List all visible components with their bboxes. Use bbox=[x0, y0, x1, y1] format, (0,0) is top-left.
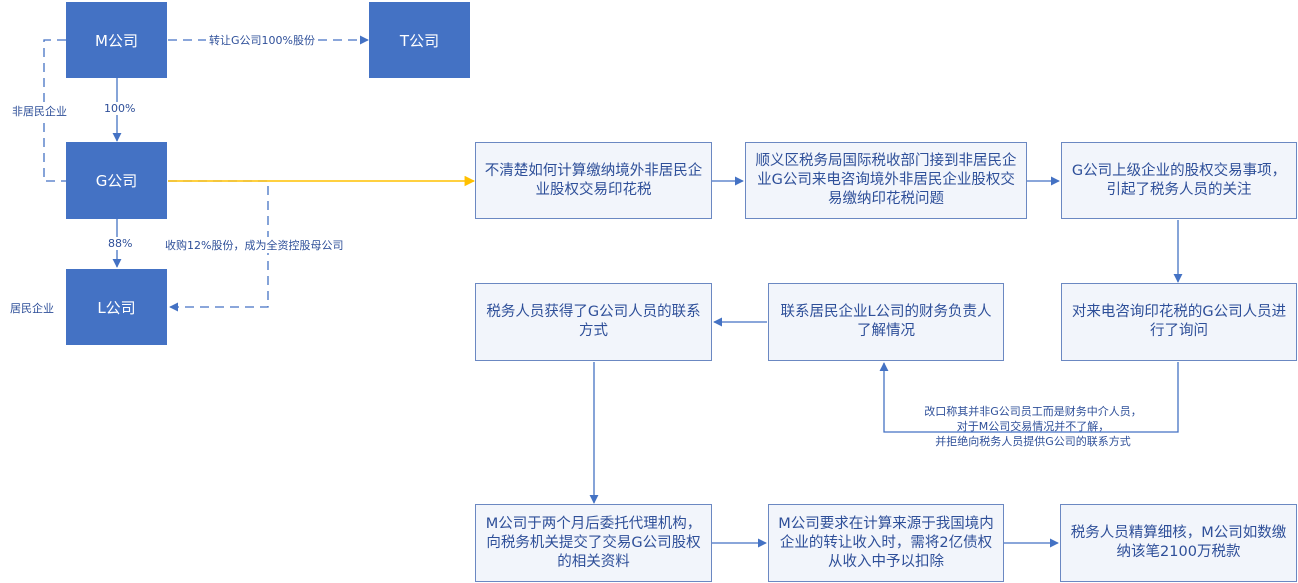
step-shunyi-receives-call: 顺义区税务局国际税收部门接到非居民企业G公司来电咨询境外非居民企业股权交易缴纳印… bbox=[745, 142, 1027, 219]
step-inquiry-g-staff: 对来电咨询印花税的G公司人员进行了询问 bbox=[1061, 283, 1297, 361]
note-staff-response: 改口称其并非G公司员工而是财务中介人员， 对于M公司交易情况并不了解， 并拒绝向… bbox=[893, 404, 1173, 449]
note-line-2: 对于M公司交易情况并不了解， bbox=[956, 420, 1110, 433]
label-resident: 居民企业 bbox=[8, 300, 56, 316]
label-percent-88: 88% bbox=[106, 237, 135, 250]
note-line-3: 并拒绝向税务人员提供G公司的联系方式 bbox=[935, 435, 1131, 448]
step-tax-paid: 税务人员精算细核，M公司如数缴纳该笔2100万税款 bbox=[1060, 504, 1297, 582]
note-line-1: 改口称其并非G公司员工而是财务中介人员， bbox=[924, 405, 1142, 418]
label-non-resident: 非居民企业 bbox=[10, 103, 69, 119]
entity-l-company: L公司 bbox=[66, 269, 167, 345]
entity-m-company: M公司 bbox=[66, 2, 167, 78]
entity-t-company: T公司 bbox=[369, 2, 470, 78]
step-contact-l-finance: 联系居民企业L公司的财务负责人了解情况 bbox=[768, 283, 1004, 361]
label-acquire: 收购12%股份，成为全资控股母公司 bbox=[163, 237, 346, 253]
step-attention-raised: G公司上级企业的股权交易事项，引起了税务人员的关注 bbox=[1061, 142, 1297, 219]
label-transfer: 转让G公司100%股份 bbox=[206, 32, 318, 48]
connector-s4-s5 bbox=[879, 362, 1179, 433]
step-got-contact-info: 税务人员获得了G公司人员的联系方式 bbox=[475, 283, 712, 361]
label-percent-100: 100% bbox=[102, 102, 138, 115]
step-m-submits-materials: M公司于两个月后委托代理机构，向税务机关提交了交易G公司股权的相关资料 bbox=[475, 504, 712, 582]
entity-g-company: G公司 bbox=[66, 142, 167, 219]
step-m-deduction-request: M公司要求在计算来源于我国境内企业的转让收入时，需将2亿债权从收入中予以扣除 bbox=[768, 504, 1004, 582]
step-unclear-stamp-tax: 不清楚如何计算缴纳境外非居民企业股权交易印花税 bbox=[475, 142, 712, 219]
